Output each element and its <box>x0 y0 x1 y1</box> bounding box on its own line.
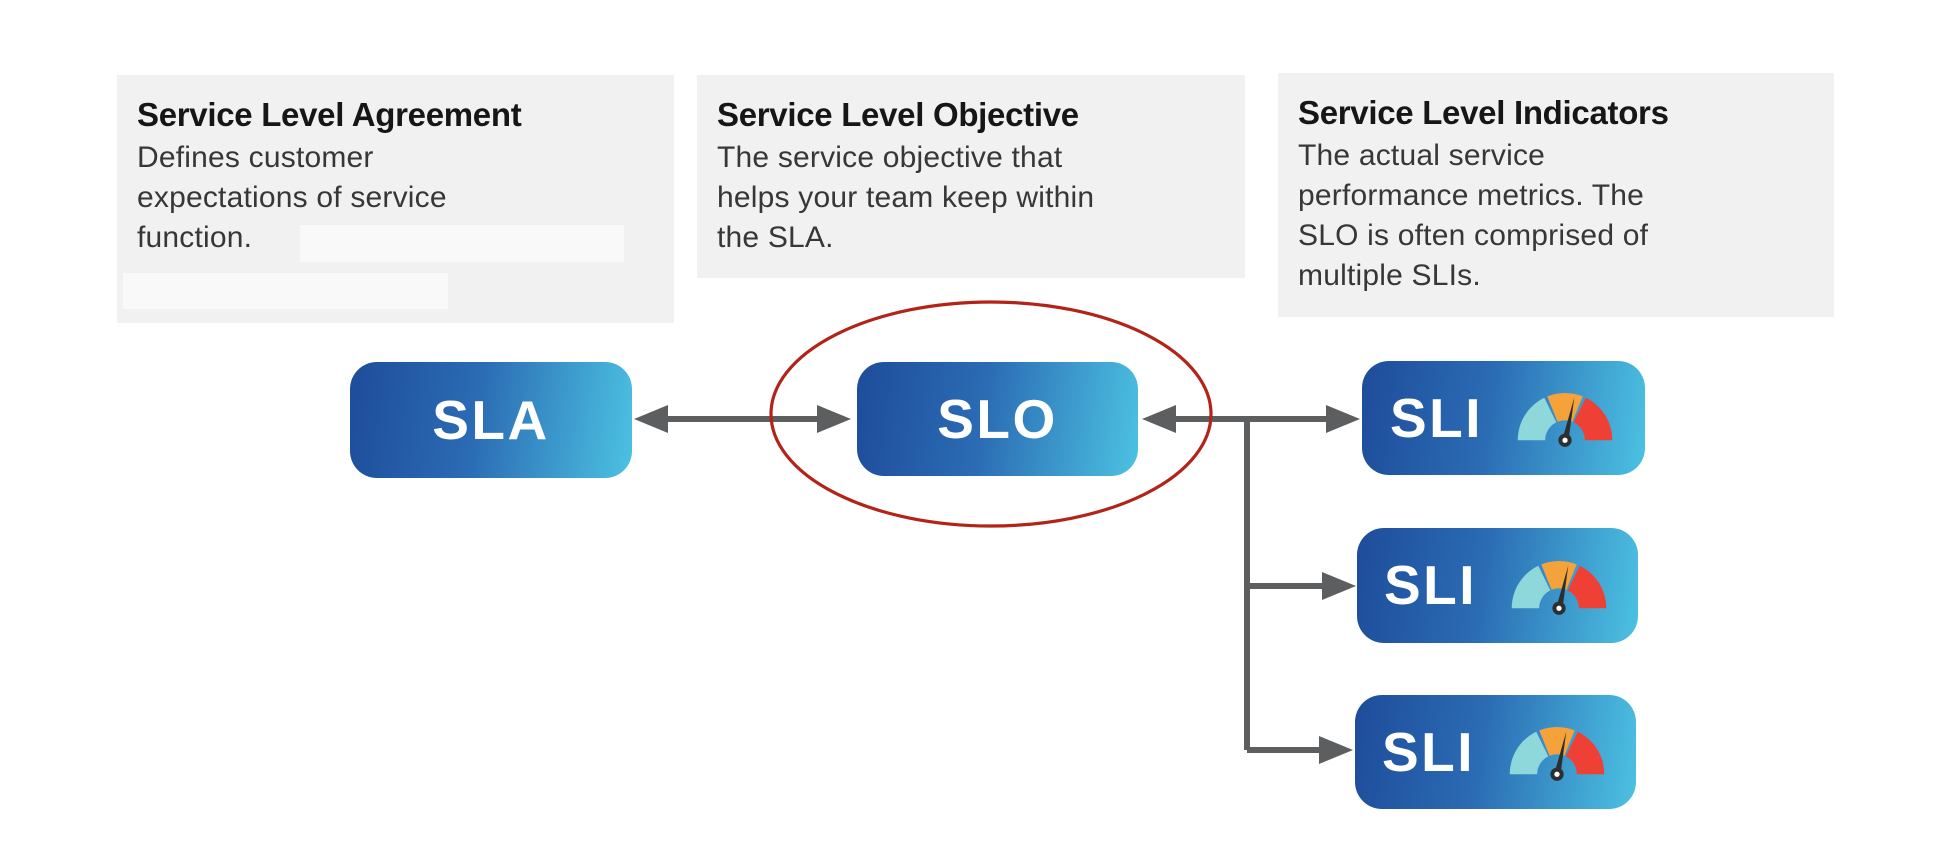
panel-body-line: function. <box>137 221 253 254</box>
panel-body-line: the SLA. <box>717 221 834 254</box>
node-label: SLO <box>937 387 1058 450</box>
panel-body-line: expectations of service <box>137 181 447 214</box>
description-panel-sli: Service Level Indicators The actual serv… <box>1278 73 1834 317</box>
panel-title: Service Level Agreement <box>137 96 522 133</box>
node-sli-1: SLI <box>1362 361 1645 475</box>
panel-body-line: helps your team keep within <box>717 181 1095 214</box>
panel-title: Service Level Indicators <box>1298 94 1669 131</box>
gauge-icon <box>1509 726 1605 781</box>
node-sli-2: SLI <box>1357 528 1638 643</box>
panel-body-line: The actual service <box>1298 139 1546 172</box>
node-slo: SLO <box>857 362 1138 476</box>
panel-body-line: Defines customer <box>137 141 374 174</box>
connector-sla-slo <box>634 405 851 433</box>
redacted-text-placeholder <box>300 225 624 262</box>
node-label: SLA <box>432 388 550 451</box>
gauge-icon <box>1511 560 1607 615</box>
node-label: SLI <box>1381 720 1476 783</box>
redacted-text-placeholder <box>123 273 448 309</box>
description-panel-slo: Service Level Objective The service obje… <box>697 75 1245 278</box>
panel-body-line: The service objective that <box>717 141 1063 174</box>
gauge-icon <box>1517 392 1613 447</box>
panel-body-line: SLO is often comprised of <box>1298 219 1649 252</box>
connector-slo-sli-tree <box>1142 405 1360 764</box>
description-panel-sla: Service Level Agreement Defines customer… <box>117 75 674 323</box>
panel-body-line: performance metrics. The <box>1298 179 1645 212</box>
node-label: SLI <box>1389 386 1484 449</box>
node-label: SLI <box>1383 554 1478 616</box>
node-sli-3: SLI <box>1355 695 1636 809</box>
node-sla: SLA <box>350 362 632 478</box>
panel-body-line: multiple SLIs. <box>1298 259 1481 292</box>
panel-title: Service Level Objective <box>717 96 1079 133</box>
